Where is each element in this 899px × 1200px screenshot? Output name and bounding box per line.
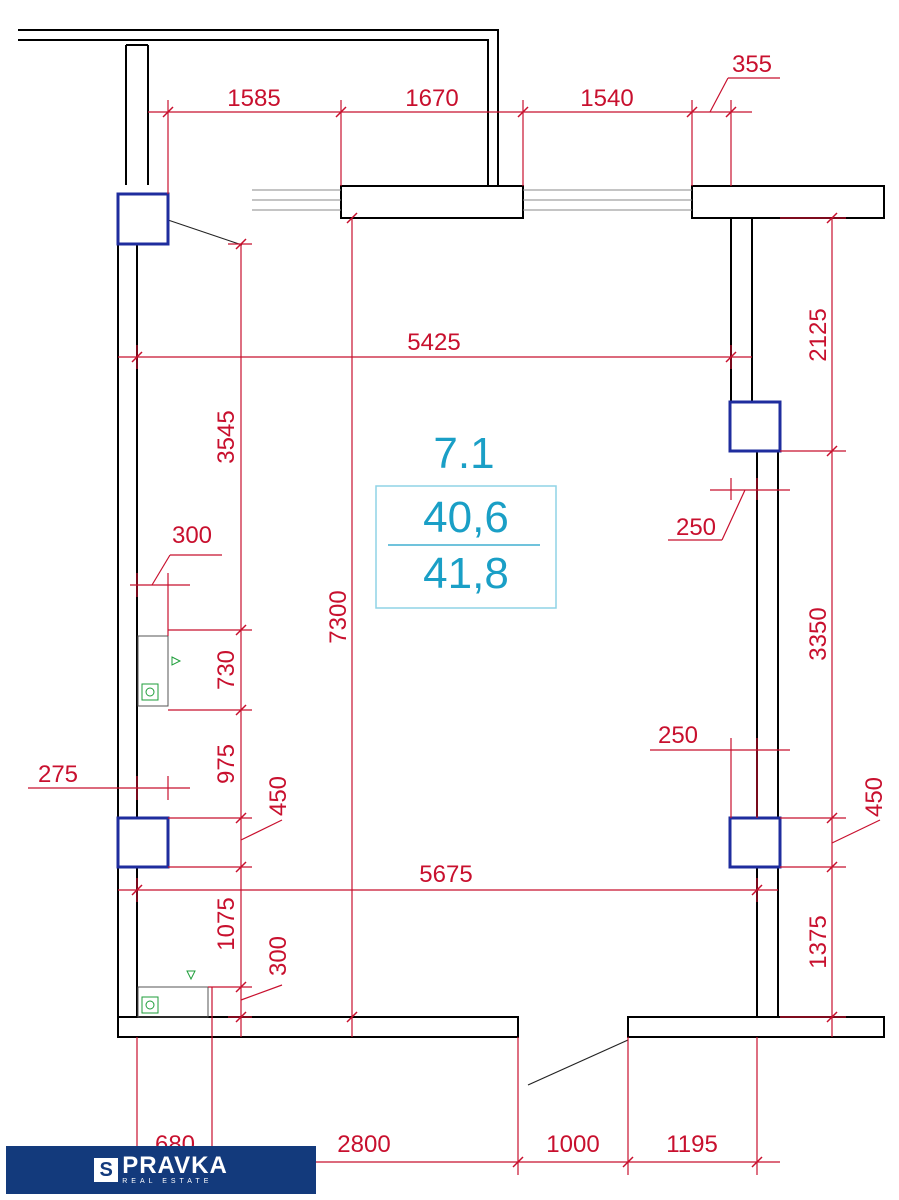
dim-right-1: 2125 bbox=[805, 308, 832, 361]
dim-bottom-2: 2800 bbox=[337, 1131, 390, 1158]
dim-left-7: 1075 bbox=[213, 897, 240, 950]
dim-left-3: 730 bbox=[213, 650, 240, 690]
wall-top-middle bbox=[340, 185, 524, 219]
dimension-ticks bbox=[131, 106, 838, 1168]
columns bbox=[116, 192, 782, 869]
dim-bottom-4: 1195 bbox=[666, 1131, 718, 1158]
dim-right-3: 3350 bbox=[805, 607, 832, 660]
door-swing bbox=[527, 1039, 629, 1086]
walls bbox=[18, 29, 885, 1038]
socket-icon bbox=[141, 683, 159, 701]
column bbox=[116, 816, 170, 869]
column bbox=[728, 400, 782, 453]
column bbox=[116, 192, 170, 246]
radiator bbox=[137, 635, 169, 707]
dim-top-3: 1540 bbox=[580, 85, 633, 112]
dim-left-8: 300 bbox=[265, 936, 292, 976]
wall-bottom-right bbox=[627, 1016, 885, 1038]
column bbox=[728, 816, 782, 869]
room-number: 7.1 bbox=[433, 429, 494, 478]
brand-name: PRAVKA bbox=[122, 1152, 228, 1179]
wall-top-right bbox=[691, 185, 885, 219]
socket-icon bbox=[141, 996, 159, 1014]
dim-interior-height: 7300 bbox=[325, 590, 352, 643]
room-area-living: 40,6 bbox=[423, 493, 509, 542]
dim-right-2: 250 bbox=[676, 514, 716, 541]
dim-right-6: 1375 bbox=[805, 915, 832, 968]
dim-left-5: 275 bbox=[38, 761, 78, 788]
wall-left-upper bbox=[117, 243, 138, 819]
brand-logo-icon: S bbox=[94, 1158, 119, 1182]
dim-right-4: 250 bbox=[658, 722, 698, 749]
room-label: 7.1 40,6 41,8 bbox=[375, 429, 557, 609]
dim-left-6: 450 bbox=[265, 776, 292, 816]
wall-right-mid bbox=[756, 450, 779, 819]
dim-top-2: 1670 bbox=[405, 85, 458, 112]
outer-wall bbox=[18, 29, 499, 185]
room-area-box bbox=[375, 485, 557, 609]
dim-left-2: 300 bbox=[172, 522, 212, 549]
brand-banner: S PRAVKA REAL ESTATE bbox=[6, 1146, 316, 1194]
outer-wall bbox=[18, 39, 489, 185]
dim-top-4: 355 bbox=[732, 51, 772, 78]
dim-bottom-3: 1000 bbox=[546, 1131, 599, 1158]
fixtures bbox=[137, 635, 209, 1018]
room-area-total: 41,8 bbox=[423, 549, 509, 598]
dim-right-5: 450 bbox=[861, 777, 888, 817]
dim-interior-width-bottom: 5675 bbox=[419, 861, 472, 888]
wall-right-upper bbox=[730, 217, 753, 403]
dim-left-1: 3545 bbox=[213, 410, 240, 463]
windows bbox=[252, 189, 692, 211]
brand-wordmark: PRAVKA REAL ESTATE bbox=[122, 1154, 228, 1186]
marker-icon bbox=[186, 970, 196, 981]
radiator bbox=[137, 986, 209, 1018]
marker-icon bbox=[171, 656, 182, 666]
leader-line bbox=[167, 219, 243, 246]
socket-icon bbox=[145, 1000, 155, 1010]
socket-icon bbox=[145, 687, 155, 697]
dim-top-1: 1585 bbox=[227, 85, 280, 112]
dimension-lines bbox=[28, 77, 881, 1175]
dim-interior-width-top: 5425 bbox=[407, 329, 460, 356]
wall-bottom-left bbox=[117, 1016, 519, 1038]
dim-left-4: 975 bbox=[213, 744, 240, 784]
brand-tagline: REAL ESTATE bbox=[122, 1178, 213, 1185]
